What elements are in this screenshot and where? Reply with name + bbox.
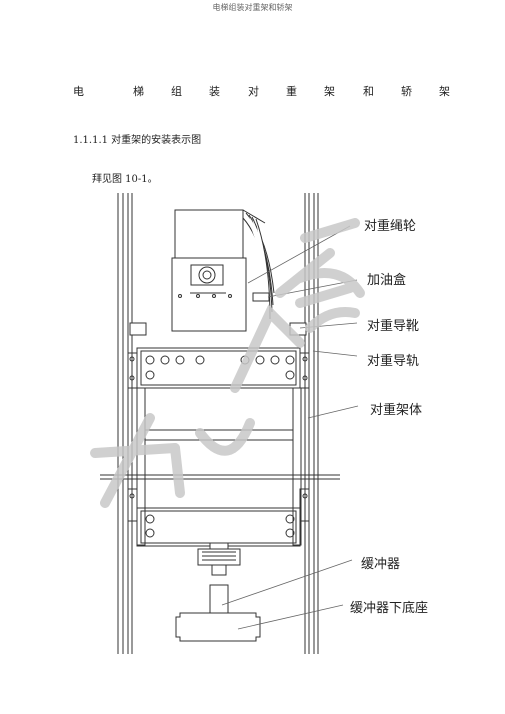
title-char: 轿	[401, 85, 412, 98]
title-char: 电	[73, 85, 84, 98]
label-counterweight-frame: 对重架体	[370, 402, 422, 418]
title-char: 架	[324, 85, 335, 98]
page-header: 电梯组装对重架和轿架	[212, 3, 293, 12]
leader-lines	[221, 225, 359, 630]
figure-labels: 对重绳轮 加油盒 对重导靴 对重导轨 对重架体 缓冲器 缓冲器下底座	[350, 218, 428, 616]
section-heading: 1.1.1.1 对重架的安装表示图	[73, 135, 202, 146]
oil-cup	[252, 292, 270, 302]
title-char: 对	[248, 85, 259, 98]
label-guide-shoe: 对重导靴	[367, 318, 419, 334]
title-char: 架	[439, 85, 450, 98]
counterweight-sheave	[171, 209, 275, 332]
label-buffer-base: 缓冲器下底座	[350, 600, 428, 616]
watermark	[90, 218, 365, 508]
title-char: 装	[209, 85, 220, 98]
counterweight-frame	[100, 347, 340, 547]
label-guide-rail: 对重导轨	[367, 353, 419, 369]
buffer-base	[175, 612, 261, 642]
figure-reference: 拜见图 10-1。	[92, 174, 158, 185]
title-char: 和	[363, 85, 374, 98]
label-oil-cup: 加油盒	[367, 272, 406, 288]
title-char: 重	[286, 85, 297, 98]
buffer	[197, 542, 241, 614]
document-title: 电 梯 组 装 对 重 架 和 轿 架	[73, 83, 453, 99]
label-counterweight-sheave: 对重绳轮	[364, 218, 416, 234]
counterweight-installation-diagram: 对重绳轮 加油盒 对重导靴 对重导轨 对重架体 缓冲器 缓冲器下底座	[90, 193, 428, 654]
label-buffer: 缓冲器	[361, 557, 400, 572]
title-char: 梯	[133, 85, 144, 98]
title-char: 组	[171, 85, 182, 98]
